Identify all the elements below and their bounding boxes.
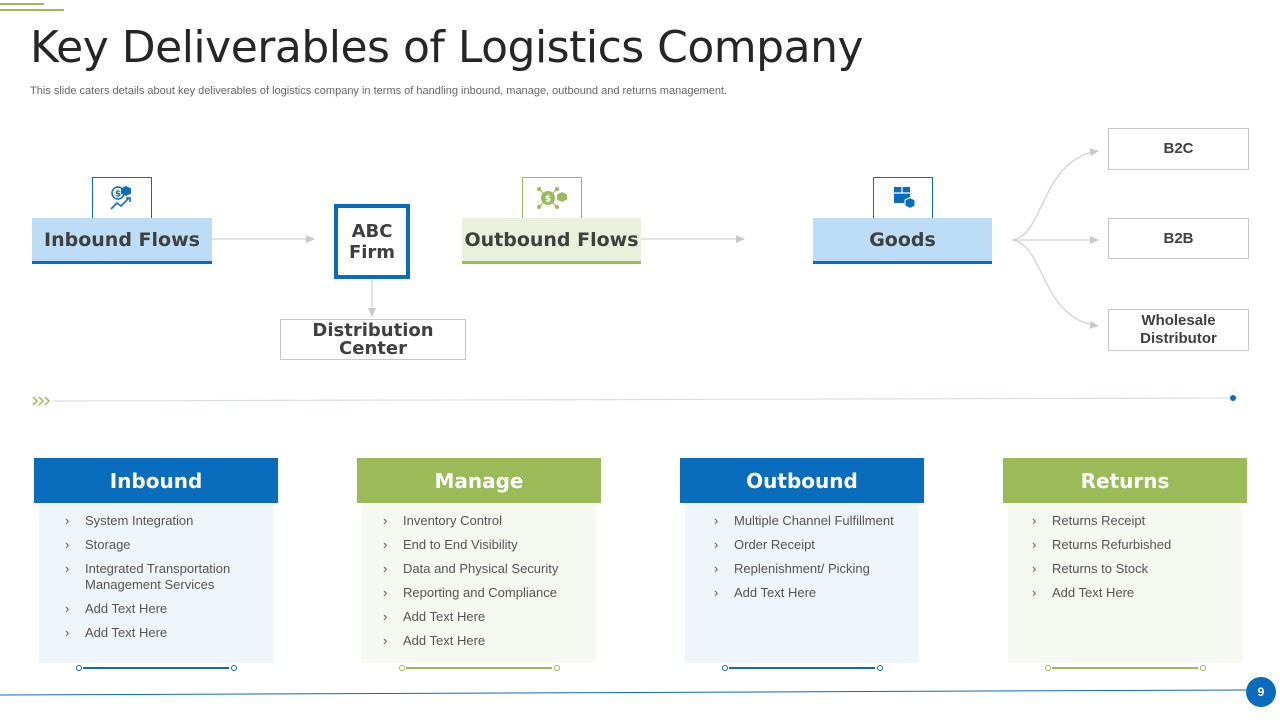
- list-item: ›Add Text Here: [383, 633, 486, 648]
- list-item: ›Inventory Control: [383, 513, 502, 528]
- svg-text:$: $: [115, 190, 121, 200]
- list-item: ›Reporting and Compliance: [383, 585, 557, 600]
- list-item: ›End to End Visibility: [383, 537, 518, 552]
- money-growth-icon: $: [92, 177, 152, 219]
- list-item: ›Add Text Here: [65, 601, 168, 616]
- page-number-badge: 9: [1246, 677, 1276, 707]
- arrow-goods-to-wholesale: [1011, 239, 1099, 329]
- b2c-box: B2C: [1108, 128, 1249, 170]
- list-item: ›Add Text Here: [714, 585, 817, 600]
- arrow-goods-to-b2c: [1011, 148, 1099, 241]
- card-title-outbound: Outbound: [746, 468, 858, 493]
- accent-line-bottom: [0, 9, 64, 11]
- b2b-label: B2B: [1163, 229, 1194, 247]
- outbound-flows-box: Outbound Flows: [462, 218, 641, 264]
- card-body-outbound: ›Multiple Channel Fulfillment ›Order Rec…: [685, 503, 919, 663]
- list-item: ›System Integration: [65, 513, 194, 528]
- list-item: ›Returns Refurbished: [1032, 537, 1172, 552]
- card-body-inbound: ›System Integration ›Storage ›Integrated…: [39, 503, 273, 663]
- card-body-manage: ›Inventory Control ›End to End Visibilit…: [362, 503, 596, 663]
- card-list-returns: ›Returns Receipt ›Returns Refurbished ›R…: [1032, 513, 1234, 601]
- list-item: ›Add Text Here: [383, 609, 486, 624]
- goods-box: Goods: [813, 218, 992, 264]
- page-number: 9: [1257, 685, 1265, 699]
- wholesale-distributor-box: Wholesale Distributor: [1108, 309, 1249, 351]
- chevrons-right-icon: [32, 396, 51, 406]
- card-title-inbound: Inbound: [109, 468, 203, 493]
- svg-text:$: $: [545, 195, 551, 205]
- list-item: ›Order Receipt: [714, 537, 815, 552]
- abc-firm-label-line1: ABC: [351, 220, 393, 242]
- card-header-inbound: Inbound: [34, 458, 278, 503]
- inbound-flows-box: Inbound Flows: [32, 218, 212, 264]
- card-underline-inbound: [76, 665, 237, 671]
- page-subtitle: This slide caters details about key deli…: [30, 85, 728, 97]
- card-underline-outbound: [722, 665, 883, 671]
- list-item: ›Multiple Channel Fulfillment: [714, 513, 894, 528]
- inbound-flows-label: Inbound Flows: [44, 228, 200, 251]
- goods-label: Goods: [869, 228, 936, 251]
- section-divider-dot: [1230, 395, 1236, 401]
- package-box-icon: [873, 177, 933, 219]
- list-item: ›Storage: [65, 537, 131, 552]
- card-list-inbound: ›System Integration ›Storage ›Integrated…: [65, 513, 265, 641]
- distribution-center-box: Distribution Center: [280, 319, 466, 360]
- card-body-returns: ›Returns Receipt ›Returns Refurbished ›R…: [1008, 503, 1242, 663]
- list-item: ›Returns Receipt: [1032, 513, 1146, 528]
- card-title-returns: Returns: [1080, 468, 1170, 493]
- card-list-outbound: ›Multiple Channel Fulfillment ›Order Rec…: [714, 513, 911, 601]
- card-list-manage: ›Inventory Control ›End to End Visibilit…: [383, 513, 588, 649]
- list-item: ›Returns to Stock: [1032, 561, 1149, 576]
- distribution-center-label: Distribution Center: [312, 319, 434, 359]
- card-title-manage: Manage: [434, 468, 524, 493]
- abc-firm-label-line2: Firm: [348, 241, 396, 263]
- list-item: ›Integrated Transportation Management Se…: [65, 561, 231, 592]
- card-underline-manage: [399, 665, 560, 671]
- accent-line-top: [0, 3, 44, 5]
- list-item: ›Add Text Here: [65, 625, 168, 640]
- coin-network-icon: $: [522, 177, 582, 219]
- page-title: Key Deliverables of Logistics Company: [30, 22, 864, 73]
- abc-firm-box: ABC Firm: [334, 204, 410, 279]
- list-item: ›Data and Physical Security: [383, 561, 559, 576]
- list-item: ›Replenishment/ Picking: [714, 561, 870, 576]
- b2b-box: B2B: [1108, 218, 1249, 259]
- card-header-returns: Returns: [1003, 458, 1247, 503]
- footer-line: [0, 689, 1247, 696]
- card-header-manage: Manage: [357, 458, 601, 503]
- wholesale-label-line1: Wholesale: [1141, 312, 1216, 329]
- b2c-label: B2C: [1163, 140, 1194, 157]
- section-divider-line: [51, 397, 1233, 402]
- wholesale-label-line2: Distributor: [1140, 330, 1217, 347]
- card-underline-returns: [1045, 665, 1206, 671]
- list-item: ›Add Text Here: [1032, 585, 1135, 600]
- outbound-flows-label: Outbound Flows: [464, 228, 639, 251]
- card-header-outbound: Outbound: [680, 458, 924, 503]
